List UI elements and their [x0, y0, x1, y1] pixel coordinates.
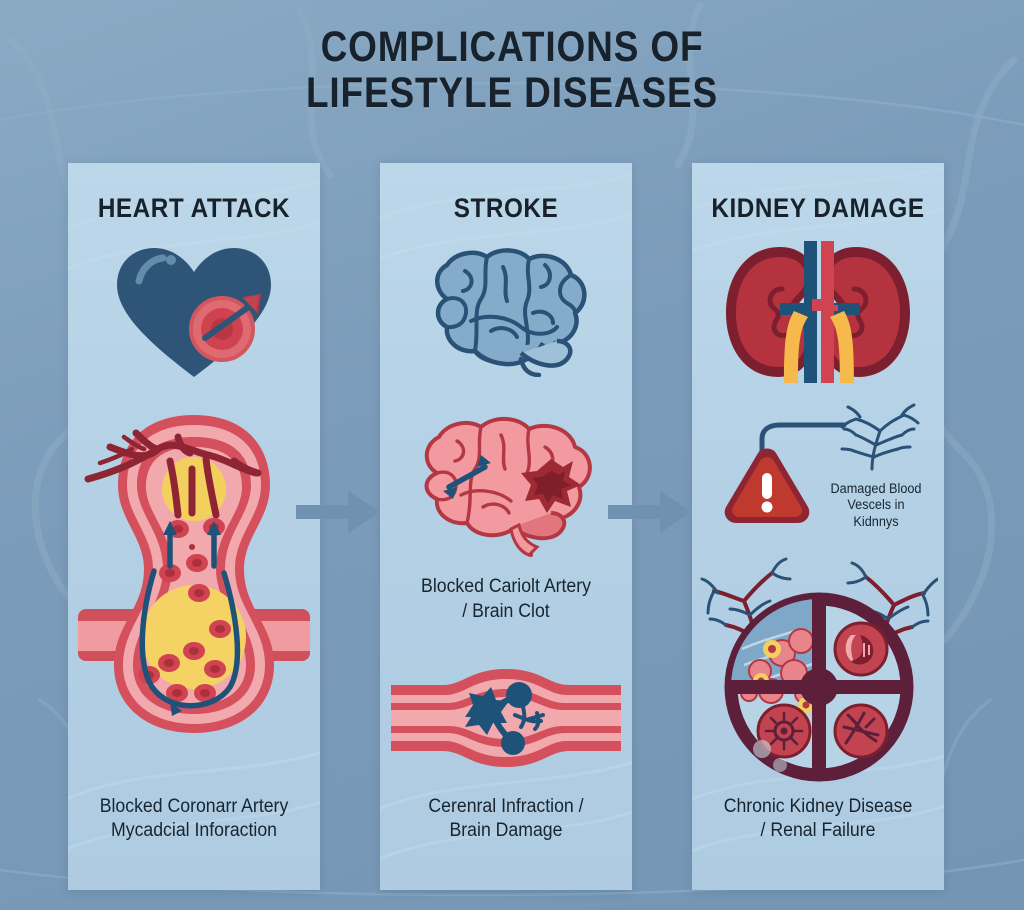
kidney-annotation-text: Damaged Blood Vescels in Kidnnys [820, 481, 933, 530]
caption-heart-line-2: Mycadcial Inforaction [111, 820, 277, 842]
page-title: COMPLICATIONS OF LIFESTYLE DISEASES [0, 24, 1024, 117]
flow-arrow-stroke-to-kidney [608, 491, 692, 533]
kidney-annotation-line-2: Vescels in [847, 497, 905, 513]
heart-with-target-icon [68, 241, 320, 381]
warning-connector-and-vessel-tree [724, 403, 920, 523]
panel-title-stroke: STROKE [453, 193, 559, 223]
caption-kidney-damage: Chronic Kidney Disease / Renal Failure [706, 795, 929, 844]
caption-stroke-mid: Blocked Cariolt Artery / Brain Clot [394, 575, 617, 624]
kidneys-icon [692, 241, 944, 383]
panel-title-heart: HEART ATTACK [97, 193, 291, 223]
column-heart-attack: HEART ATTACK [68, 163, 320, 890]
vessel-with-blood-clot-diagram [380, 663, 632, 773]
title-line-1: COMPLICATIONS OF [320, 23, 704, 71]
caption-stroke-mid-line-2: / Brain Clot [462, 600, 550, 622]
caption-kidney-line-2: / Renal Failure [760, 820, 876, 842]
brain-with-clot-diagram [380, 415, 632, 560]
column-kidney-damage: KIDNEY DAMAGE [692, 163, 944, 890]
warning-triangle-icon [724, 448, 810, 523]
kidney-quadrant-diagram [692, 553, 944, 783]
caption-kidney-line-1: Chronic Kidney Disease [723, 795, 913, 817]
blocked-coronary-artery-diagram [68, 411, 320, 741]
panel-title-kidney: KIDNEY DAMAGE [711, 193, 925, 223]
caption-heart-attack: Blocked Coronarr Artery Mycadcial Infora… [82, 795, 305, 844]
kidney-annotation-line-1: Damaged Blood [830, 481, 922, 496]
kidney-annotation-line-3: Kidnnys [853, 513, 899, 529]
caption-stroke-line-1: Cerenral Infraction / [428, 795, 584, 817]
caption-stroke-line-2: Brain Damage [449, 820, 563, 842]
brain-outline-icon [380, 247, 632, 377]
column-stroke: STROKE [380, 163, 632, 890]
flow-arrow-heart-to-stroke [296, 491, 380, 533]
caption-heart-line-1: Blocked Coronarr Artery [99, 795, 289, 817]
title-line-2: LIFESTYLE DISEASES [305, 69, 719, 118]
caption-stroke: Cerenral Infraction / Brain Damage [394, 795, 617, 844]
caption-stroke-mid-line-1: Blocked Cariolt Artery [421, 576, 591, 597]
